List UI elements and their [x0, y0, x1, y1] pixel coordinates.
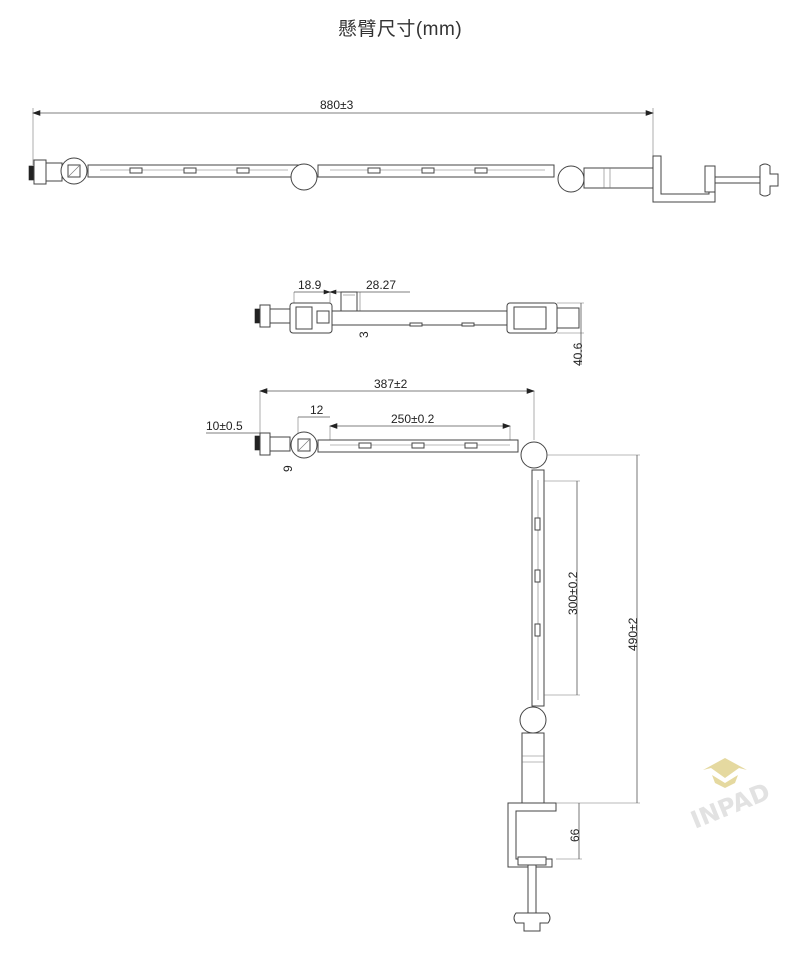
logo-text: INPAD — [687, 778, 774, 835]
logo-crest-icon — [703, 758, 747, 778]
dim-label-66: 66 — [568, 828, 582, 842]
dim-label-250: 250±0.2 — [391, 412, 435, 426]
inpad-logo: INPAD — [687, 758, 774, 835]
dim-label-387: 387±2 — [374, 377, 408, 391]
dim-label-9: 9 — [281, 465, 295, 472]
clamp-knob — [759, 163, 779, 197]
dim-label-300: 300±0.2 — [566, 571, 580, 615]
dim-label-28-27: 28.27 — [366, 278, 396, 292]
corner-joint — [520, 441, 548, 469]
view-folded: 18.9 28.27 3 40.6 — [254, 278, 585, 366]
mount-screw — [28, 165, 35, 181]
dim-label-12: 12 — [310, 403, 324, 417]
view-extended-arm: 880±3 — [28, 98, 779, 203]
dim-label-18-9: 18.9 — [298, 278, 322, 292]
dim-label-10: 10±0.5 — [206, 419, 243, 433]
dim-label-40-6: 40.6 — [571, 342, 585, 366]
dim-label-490: 490±2 — [626, 617, 640, 651]
dim-label-3: 3 — [357, 331, 371, 338]
view-l-shaped: 387±2 12 250±0.2 10±0.5 9 — [206, 377, 640, 932]
dim-label-880: 880±3 — [320, 98, 354, 112]
desk-clamp-vertical — [507, 802, 557, 868]
elbow-joint — [290, 163, 318, 191]
diagram-title: 懸臂尺寸(mm) — [337, 19, 463, 40]
pole — [583, 167, 657, 189]
